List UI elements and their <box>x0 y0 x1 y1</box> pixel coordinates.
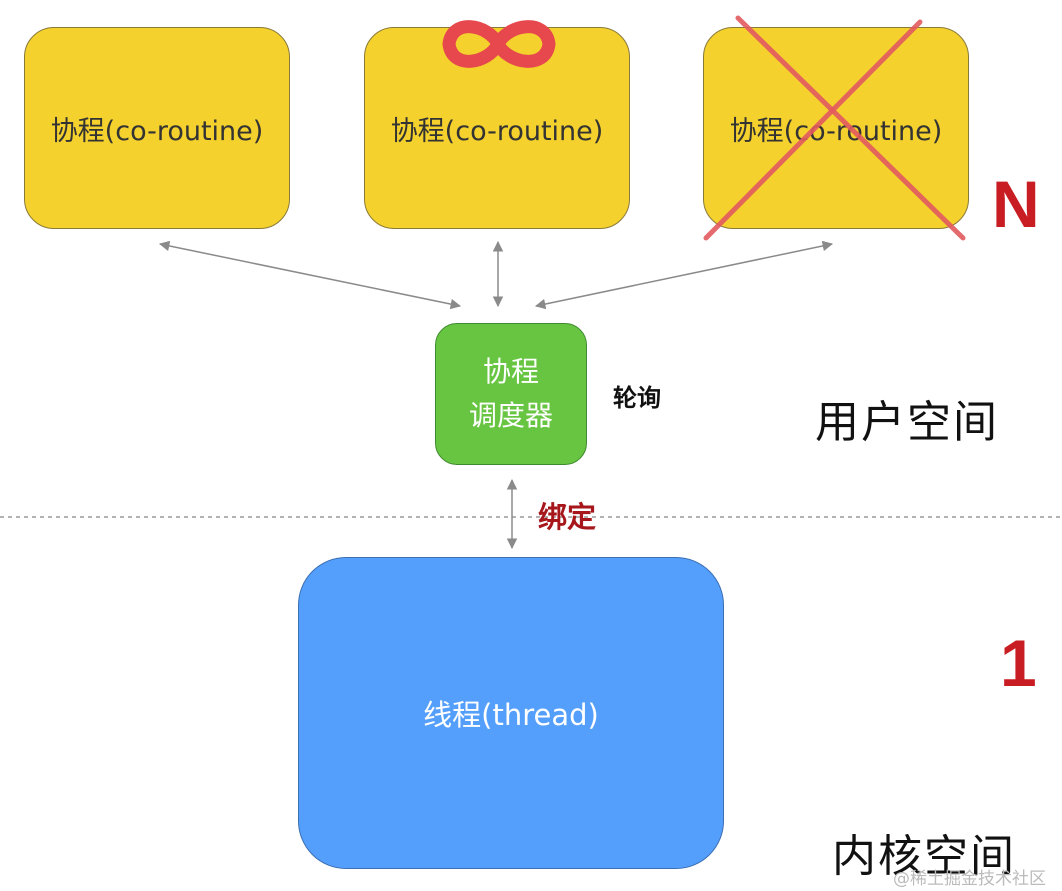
coroutine-count-label: N <box>992 167 1040 241</box>
thread-label: 线程(thread) <box>423 698 599 732</box>
coroutine-label: 协程(co-routine) <box>729 115 943 147</box>
coroutine-box-1: 协程(co-routine) <box>24 27 290 229</box>
coroutine-box-2: 协程(co-routine) <box>364 27 630 229</box>
bind-label: 绑定 <box>538 500 597 534</box>
coroutine-label: 协程(co-routine) <box>50 115 264 147</box>
thread-box: 线程(thread) <box>298 557 724 869</box>
scheduler-label-line2: 调度器 <box>468 399 553 432</box>
poll-label: 轮询 <box>613 384 661 412</box>
arrow-coroutine-3-scheduler <box>534 240 834 310</box>
kernel-space-label: 内核空间 <box>832 831 1016 882</box>
arrow-coroutine-1-scheduler <box>158 240 462 310</box>
thread-count-label: 1 <box>1000 626 1037 700</box>
coroutine-label: 协程(co-routine) <box>390 115 604 147</box>
user-space-label: 用户空间 <box>815 397 999 448</box>
scheduler-label-line1: 协程 <box>482 355 539 388</box>
watermark: @稀土掘金技术社区 <box>893 869 1046 889</box>
coroutine-scheduler-box: 协程 调度器 <box>435 323 587 465</box>
